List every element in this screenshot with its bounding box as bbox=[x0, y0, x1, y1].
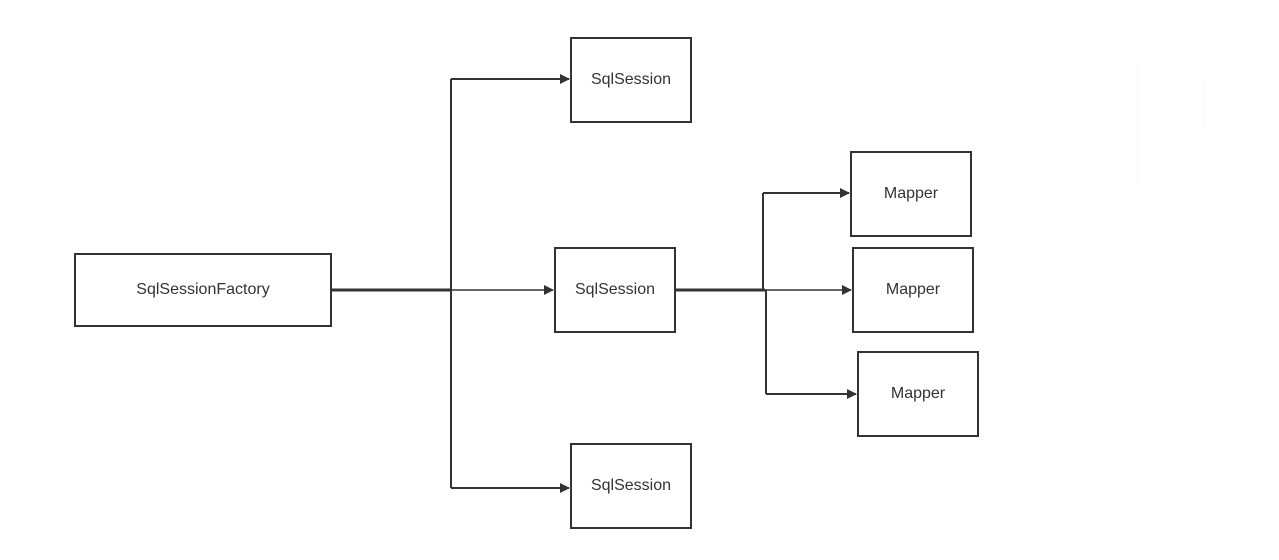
mapper-label-3: Mapper bbox=[890, 385, 946, 402]
sqlsession-box-bottom: SqlSession bbox=[570, 443, 692, 529]
sqlsession-label-middle: SqlSession bbox=[574, 281, 656, 298]
mapper-box-3: Mapper bbox=[857, 351, 979, 437]
sqlsession-box-middle: SqlSession bbox=[554, 247, 676, 333]
sqlsessionfactory-label: SqlSessionFactory bbox=[136, 281, 270, 298]
mapper-box-2: Mapper bbox=[852, 247, 974, 333]
sqlsession-box-top: SqlSession bbox=[570, 37, 692, 123]
faint-divider bbox=[1137, 68, 1138, 184]
mapper-label-2: Mapper bbox=[885, 281, 941, 298]
faint-divider-2 bbox=[1203, 78, 1204, 130]
sqlsession-label-top: SqlSession bbox=[590, 71, 672, 88]
sqlsessionfactory-box: SqlSessionFactory bbox=[74, 253, 332, 327]
mapper-box-1: Mapper bbox=[850, 151, 972, 237]
mapper-label-1: Mapper bbox=[883, 185, 939, 202]
sqlsession-label-bottom: SqlSession bbox=[590, 477, 672, 494]
